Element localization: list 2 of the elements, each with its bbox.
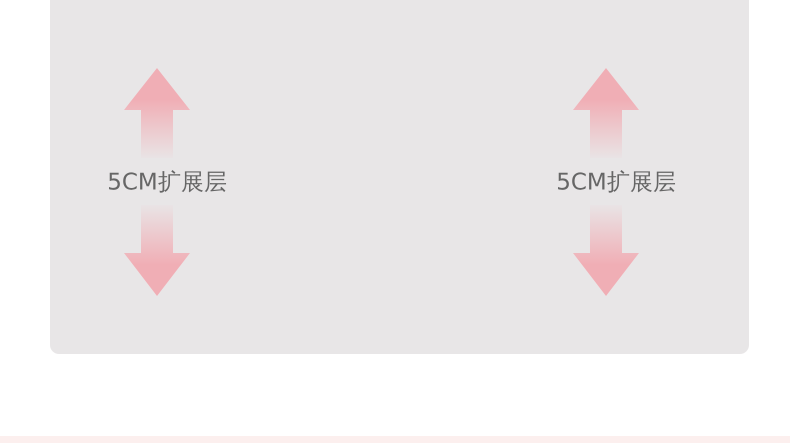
dimension-label: 5CM扩展层: [556, 170, 676, 196]
dimension-label: 5CM扩展层: [107, 170, 227, 196]
